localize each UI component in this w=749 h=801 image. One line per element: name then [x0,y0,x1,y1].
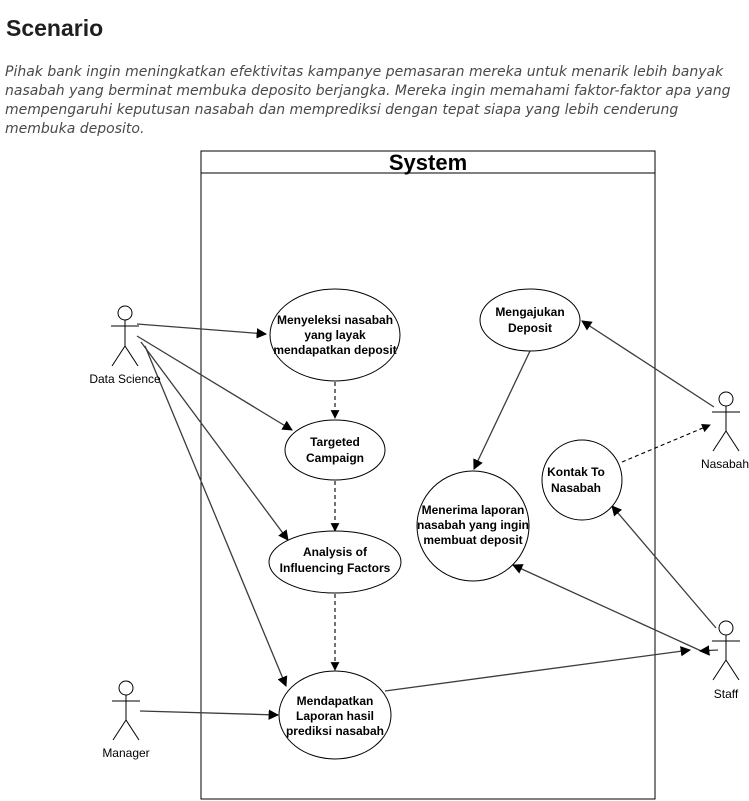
use-case-laporan-line-2: Laporan hasil [296,709,374,723]
assoc-mengajukan-menerima [473,350,531,470]
assoc-ds-analysis [140,341,289,541]
actor-data-science[interactable] [111,305,139,367]
use-case-laporan-line-3: prediksi nasabah [286,724,384,738]
actor-nasabah-label: Nasabah [701,457,749,471]
assoc-nasabah-mengajukan [581,320,715,408]
assoc-ds-seleksi [136,323,268,339]
use-case-analysis-line-2: Influencing Factors [280,561,391,575]
scenario-description: Pihak bank ingin meningkatkan efektivita… [5,64,731,137]
use-case-menerima-laporan[interactable]: Menerima laporan nasabah yang ingin memb… [416,470,530,582]
assoc-manager-laporan [139,709,280,720]
assoc-staff-kontak [611,505,717,629]
dependencies [330,382,711,671]
use-case-kontak-line-1: Kontak To [547,465,605,479]
use-case-kontak-nasabah[interactable]: Kontak To Nasabah [541,439,623,521]
dep-kontak-nasabah [621,424,711,463]
use-case-kontak-line-2: Nasabah [551,481,601,495]
actor-nasabah[interactable] [712,391,740,452]
associations [136,320,719,720]
use-case-menerima-line-3: membuat deposit [423,533,522,547]
scenario-heading: Scenario [6,15,104,41]
use-case-targeted-campaign[interactable]: Targeted Campaign [284,419,386,481]
use-case-seleksi-line-2: yang layak [304,328,366,342]
assoc-staff-menerima [512,564,711,656]
use-case-laporan-prediksi[interactable]: Mendapatkan Laporan hasil prediksi nasab… [278,670,392,760]
actor-staff[interactable] [712,620,740,681]
system-title: System [389,150,467,175]
use-case-seleksi-line-3: mendapatkan deposit [273,343,396,357]
actor-manager[interactable] [112,680,140,741]
assoc-staff-selfarrow [698,645,719,656]
use-case-analysis[interactable]: Analysis of Influencing Factors [268,530,402,594]
assoc-ds-laporan [144,345,288,687]
use-case-seleksi-line-1: Menyeleksi nasabah [277,313,393,327]
use-case-mengajukan-deposit[interactable]: Mengajukan Deposit [479,288,581,352]
use-case-mengajukan-line-2: Deposit [508,321,552,335]
use-case-menerima-line-1: Menerima laporan [422,503,525,517]
use-case-mengajukan-line-1: Mengajukan [495,305,564,319]
assoc-laporan-staff [384,646,692,692]
use-case-menerima-line-2: nasabah yang ingin [417,518,529,532]
assoc-ds-targeted [136,335,293,431]
actor-manager-label: Manager [102,746,149,760]
use-case-targeted-line-1: Targeted [310,435,360,449]
use-case-analysis-line-1: Analysis of [303,545,368,559]
use-case-laporan-line-1: Mendapatkan [297,694,374,708]
use-case-seleksi[interactable]: Menyeleksi nasabah yang layak mendapatka… [269,288,401,382]
use-case-targeted-line-2: Campaign [306,451,364,465]
actor-staff-label: Staff [714,687,739,701]
actor-data-science-label: Data Science [89,372,161,386]
